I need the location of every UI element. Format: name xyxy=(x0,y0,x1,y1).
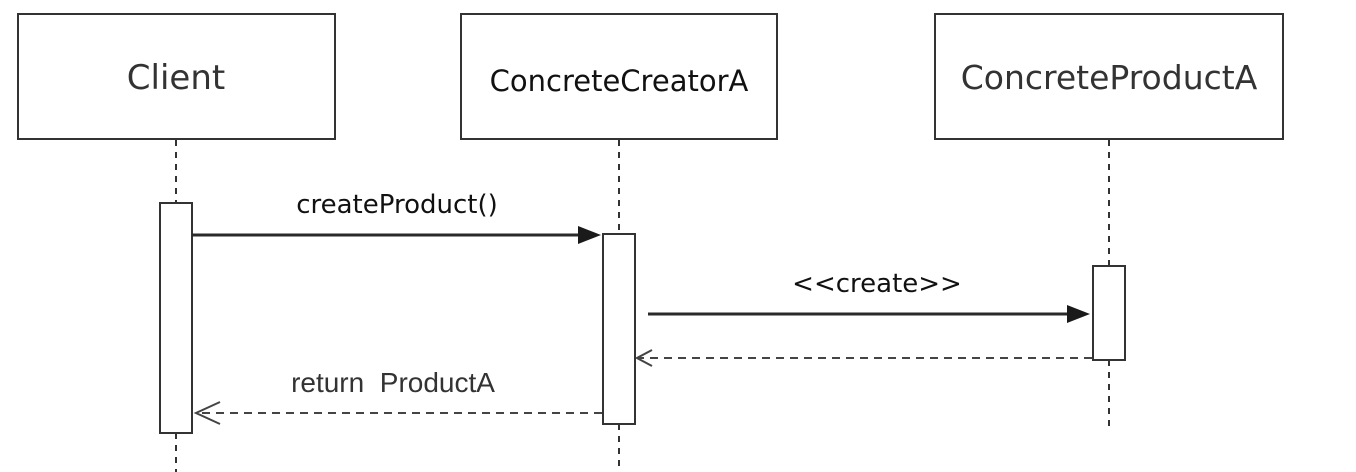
participant-product-box xyxy=(934,13,1284,140)
participant-client-box xyxy=(17,13,336,140)
arrow-filled-icon xyxy=(1067,305,1090,323)
message-create-product: createProduct() xyxy=(192,190,601,244)
participant-creator-label: ConcreteCreatorA xyxy=(490,64,749,98)
activation-product xyxy=(1092,265,1126,361)
participant-creator-box xyxy=(460,13,778,140)
participant-client: Client xyxy=(17,13,336,140)
message-return-product xyxy=(634,349,1092,367)
message-return-producta: return ProductA xyxy=(193,367,602,425)
arrow-filled-icon xyxy=(578,226,601,244)
participant-creator: ConcreteCreatorA xyxy=(460,13,778,140)
message-return-producta-label: return ProductA xyxy=(291,367,495,398)
message-create-product-label: createProduct() xyxy=(296,190,498,220)
activation-creator xyxy=(602,233,636,425)
arrow-open-icon xyxy=(634,349,653,367)
participant-product: ConcreteProductA xyxy=(934,13,1284,140)
participant-client-label: Client xyxy=(127,58,225,98)
message-create-label: <<create>> xyxy=(792,269,962,299)
message-create: <<create>> xyxy=(648,269,1090,323)
arrow-open-icon xyxy=(193,401,221,425)
activation-client xyxy=(159,202,193,434)
participant-product-label: ConcreteProductA xyxy=(961,58,1258,97)
